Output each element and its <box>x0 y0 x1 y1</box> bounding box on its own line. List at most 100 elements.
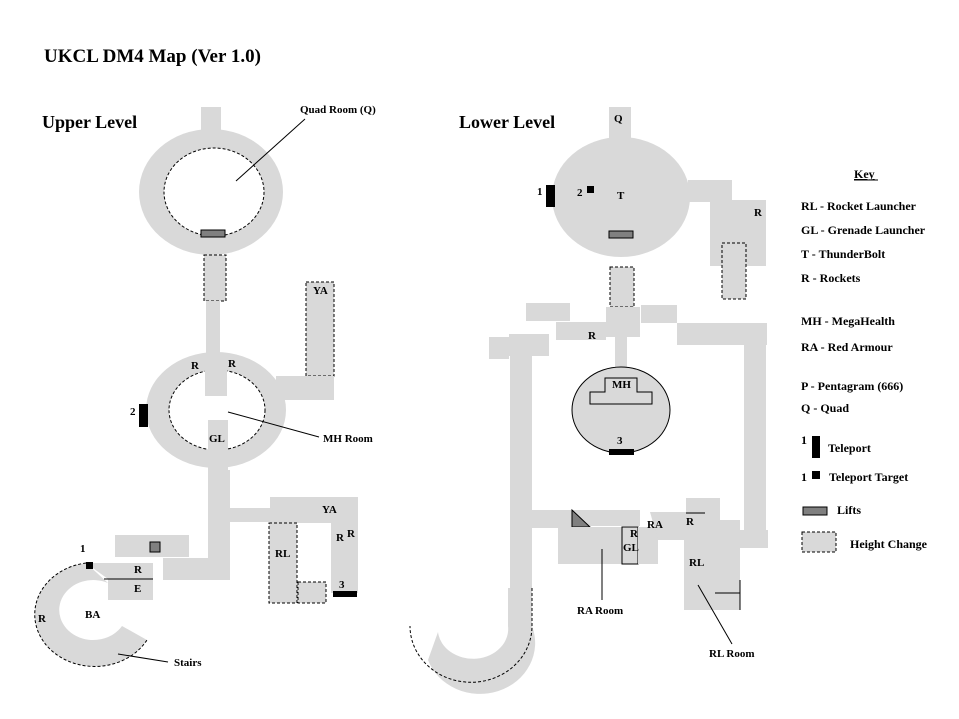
key-item-r: R - Rockets <box>801 271 861 285</box>
upper-quad-lift <box>200 229 226 238</box>
lower-hook-arc <box>428 588 536 694</box>
key-teleport-label: Teleport <box>828 441 871 455</box>
key-teleport-number: 1 <box>801 433 807 447</box>
upper-rl-height-change <box>268 522 298 604</box>
lower-rockets-mid: R <box>588 330 597 342</box>
lower-mh-platform <box>589 377 653 405</box>
lower-rl-room <box>684 534 740 610</box>
rl-room-label: RL Room <box>709 648 755 660</box>
upper-teleport-3-label: 3 <box>339 579 345 591</box>
key-item-mh: MH - MegaHealth <box>801 314 895 328</box>
lower-ra-label: RA <box>647 519 663 531</box>
upper-level-heading: Upper Level <box>42 112 137 132</box>
lower-rockets-right: R <box>754 207 763 219</box>
lower-teleport-1 <box>546 185 555 207</box>
upper-e-label: E <box>134 583 141 595</box>
upper-ya-rockets-1: R <box>336 532 345 544</box>
lower-rl-label: RL <box>689 557 704 569</box>
map-key: Key RL - Rocket Launcher GL - Grenade La… <box>801 167 928 553</box>
key-lift-swatch <box>802 506 828 516</box>
ra-room-label: RA Room <box>577 605 623 617</box>
key-height-swatch-fill <box>802 532 836 552</box>
lower-q-label: Q <box>614 113 623 125</box>
upper-teleport-2 <box>139 404 148 427</box>
upper-ba-entry <box>86 563 153 600</box>
stairs-label: Stairs <box>174 657 202 669</box>
lower-ra-east-corridor <box>678 520 740 534</box>
mh-room-pointer <box>227 411 320 438</box>
key-item-rl: RL - Rocket Launcher <box>801 199 917 213</box>
upper-level: Upper Level Quad Room (Q) R R GL 2 MH Ro… <box>34 104 376 669</box>
key-target-label: Teleport Target <box>829 470 908 484</box>
lower-ra-room-east <box>638 527 658 564</box>
lower-west-top <box>509 334 549 356</box>
lower-east-corridor <box>744 345 766 545</box>
lower-teleport-target-2 <box>587 186 594 193</box>
lower-gl-label: GL <box>623 542 639 554</box>
key-item-p: P - Pentagram (666) <box>801 379 903 393</box>
lower-level-heading: Lower Level <box>459 112 555 132</box>
key-heading: Key <box>854 167 875 181</box>
upper-teleport-target-1 <box>86 562 93 569</box>
upper-rockets-label-2: R <box>228 358 237 370</box>
lower-mh-label: MH <box>612 379 631 391</box>
key-item-t: T - ThunderBolt <box>801 247 885 261</box>
upper-ba-label: BA <box>85 609 100 621</box>
upper-rl-area <box>269 523 297 603</box>
upper-rockets-label-1: R <box>191 360 200 372</box>
upper-ya-room-right <box>331 523 358 593</box>
rl-room-pointer <box>697 584 733 645</box>
lower-east-corridor-top <box>677 323 767 345</box>
lower-mid-block-left <box>526 303 570 321</box>
lower-ra-east-top <box>686 498 720 520</box>
upper-rl-label: RL <box>275 548 290 560</box>
upper-rl-step <box>298 582 326 603</box>
upper-ya-bottom-label: YA <box>322 504 337 516</box>
upper-ya-connector <box>276 376 334 400</box>
upper-teleport-target-1-label: 1 <box>80 543 86 555</box>
lower-teleport-target-2-label: 2 <box>577 187 583 199</box>
upper-ba-arc-edge <box>34 562 148 667</box>
lower-mid-block <box>556 322 606 340</box>
upper-rl-step-height-change <box>297 581 327 604</box>
upper-ba-arc <box>34 563 147 667</box>
lower-east-height-change <box>721 242 747 300</box>
lower-mid-block-right <box>641 305 677 323</box>
upper-gl-label: GL <box>209 433 225 445</box>
upper-ya-top-label: YA <box>313 285 328 297</box>
lower-east-step <box>722 243 746 299</box>
key-item-gl: GL - Grenade Launcher <box>801 223 926 237</box>
upper-corridor-east <box>230 508 270 522</box>
upper-ya-corridor <box>306 282 334 376</box>
lower-quad-lift <box>608 230 634 239</box>
lower-rl-east-link <box>740 530 768 548</box>
lower-quad-room <box>552 137 690 257</box>
lower-ra-room-bottom <box>558 547 622 564</box>
upper-corridor-south <box>208 470 230 580</box>
key-height-label: Height Change <box>850 537 928 551</box>
stairs-pointer <box>117 653 169 663</box>
lower-teleport-1-label: 1 <box>537 186 543 198</box>
key-height-swatch <box>801 531 837 553</box>
lower-level: Lower Level Q 1 2 T R R <box>409 107 768 694</box>
upper-quad-height-change <box>203 254 227 302</box>
upper-mh-entrance <box>205 366 227 396</box>
upper-quad-room-inner <box>163 147 265 237</box>
lower-west-corridor <box>510 356 532 626</box>
key-lifts-label: Lifts <box>837 503 861 517</box>
lower-ra-arrow-room <box>650 512 686 540</box>
lower-quad-south-step <box>610 267 634 307</box>
lower-teleport-3-label: 3 <box>617 435 623 447</box>
lower-ra-rockets: R <box>630 528 639 540</box>
upper-corner-lift <box>149 541 161 553</box>
quad-room-label: Quad Room (Q) <box>300 104 376 116</box>
upper-quad-stairs <box>204 255 226 301</box>
key-item-ra: RA - Red Armour <box>801 340 893 354</box>
lower-teleport-3 <box>609 449 634 455</box>
lower-hook-arc-edge <box>409 588 533 683</box>
upper-mh-exit <box>208 420 228 470</box>
lower-thunderbolt-label: T <box>617 190 625 202</box>
key-target-number: 1 <box>801 470 807 484</box>
quad-room-pointer <box>235 118 306 182</box>
